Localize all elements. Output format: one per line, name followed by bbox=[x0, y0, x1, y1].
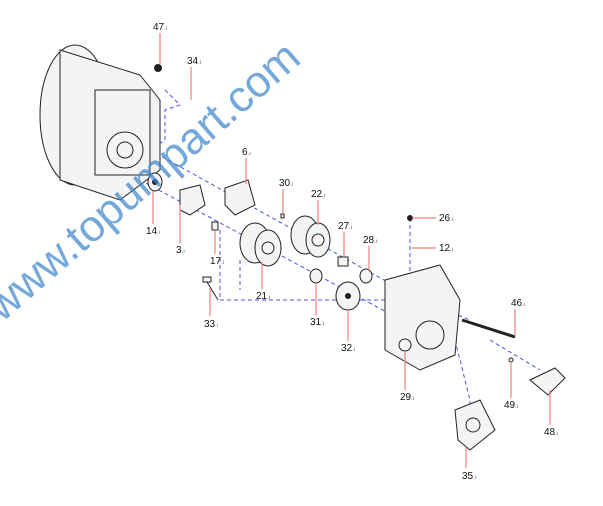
part-33 bbox=[202, 276, 219, 301]
part-labels: 47.ı 34.ı 6.ı 30.ı 22.ı 26.ı 12.ı 27.ı 2… bbox=[146, 22, 559, 482]
label-22: 22.ı bbox=[311, 189, 326, 200]
part-28 bbox=[359, 268, 373, 284]
label-suffix: .ı bbox=[450, 217, 454, 223]
part-22 bbox=[290, 215, 331, 258]
part-14 bbox=[147, 172, 163, 192]
label-suffix: .ı bbox=[522, 302, 526, 308]
label-suffix: .ı bbox=[411, 396, 415, 402]
part-48 bbox=[529, 367, 566, 396]
label-49: 49.ı bbox=[504, 400, 519, 411]
leader-lines bbox=[152, 33, 551, 468]
label-35: 35.ı bbox=[462, 471, 477, 482]
label-suffix: .ı bbox=[215, 323, 219, 329]
pump-housing bbox=[39, 44, 162, 201]
part-49 bbox=[508, 357, 514, 363]
part-31 bbox=[309, 268, 323, 284]
label-14: 14.ı bbox=[146, 226, 161, 237]
label-suffix: .ı bbox=[321, 321, 325, 327]
label-suffix: .ı bbox=[267, 295, 271, 301]
label-suffix: .ı bbox=[198, 60, 202, 66]
part-17 bbox=[211, 221, 219, 231]
part-3 bbox=[179, 184, 206, 216]
label-suffix: .ı bbox=[248, 151, 252, 157]
label-suffix: .ı bbox=[374, 239, 378, 245]
label-31: 31.ı bbox=[310, 317, 325, 328]
part-32 bbox=[335, 281, 361, 311]
label-3: 3.ı bbox=[176, 245, 185, 256]
label-suffix: .ı bbox=[290, 182, 294, 188]
label-17: 17.ı bbox=[210, 256, 225, 267]
label-suffix: .ı bbox=[352, 347, 356, 353]
part-29 bbox=[384, 264, 461, 371]
label-27: 27.ı bbox=[338, 221, 353, 232]
label-34: 34.ı bbox=[187, 56, 202, 67]
label-48: 48.ı bbox=[544, 427, 559, 438]
part-27 bbox=[337, 256, 349, 267]
part-6 bbox=[224, 179, 256, 216]
label-suffix: .ı bbox=[555, 431, 559, 437]
part-26 bbox=[407, 215, 413, 221]
label-26: 26.ı bbox=[439, 213, 454, 224]
part-30 bbox=[280, 213, 285, 219]
label-suffix: .ı bbox=[221, 260, 225, 266]
label-suffix: .ı bbox=[164, 26, 168, 32]
label-suffix: .ı bbox=[322, 193, 326, 199]
part-35 bbox=[454, 399, 496, 451]
label-30: 30.ı bbox=[279, 178, 294, 189]
part-21 bbox=[239, 222, 282, 267]
label-suffix: .ı bbox=[182, 249, 186, 255]
label-46: 46.ı bbox=[511, 298, 526, 309]
label-suffix: .ı bbox=[515, 404, 519, 410]
label-12: 12.ı bbox=[439, 243, 454, 254]
label-32: 32.ı bbox=[341, 343, 356, 354]
label-6: 6.ı bbox=[242, 147, 251, 158]
part-46 bbox=[461, 318, 516, 339]
label-suffix: .ı bbox=[450, 247, 454, 253]
label-suffix: .ı bbox=[473, 475, 477, 481]
label-suffix: .ı bbox=[349, 225, 353, 231]
label-29: 29.ı bbox=[400, 392, 415, 403]
label-21: 21.ı bbox=[256, 291, 271, 302]
label-28: 28.ı bbox=[363, 235, 378, 246]
label-33: 33.ı bbox=[204, 319, 219, 330]
label-suffix: .ı bbox=[157, 230, 161, 236]
label-47: 47.ı bbox=[153, 22, 168, 33]
